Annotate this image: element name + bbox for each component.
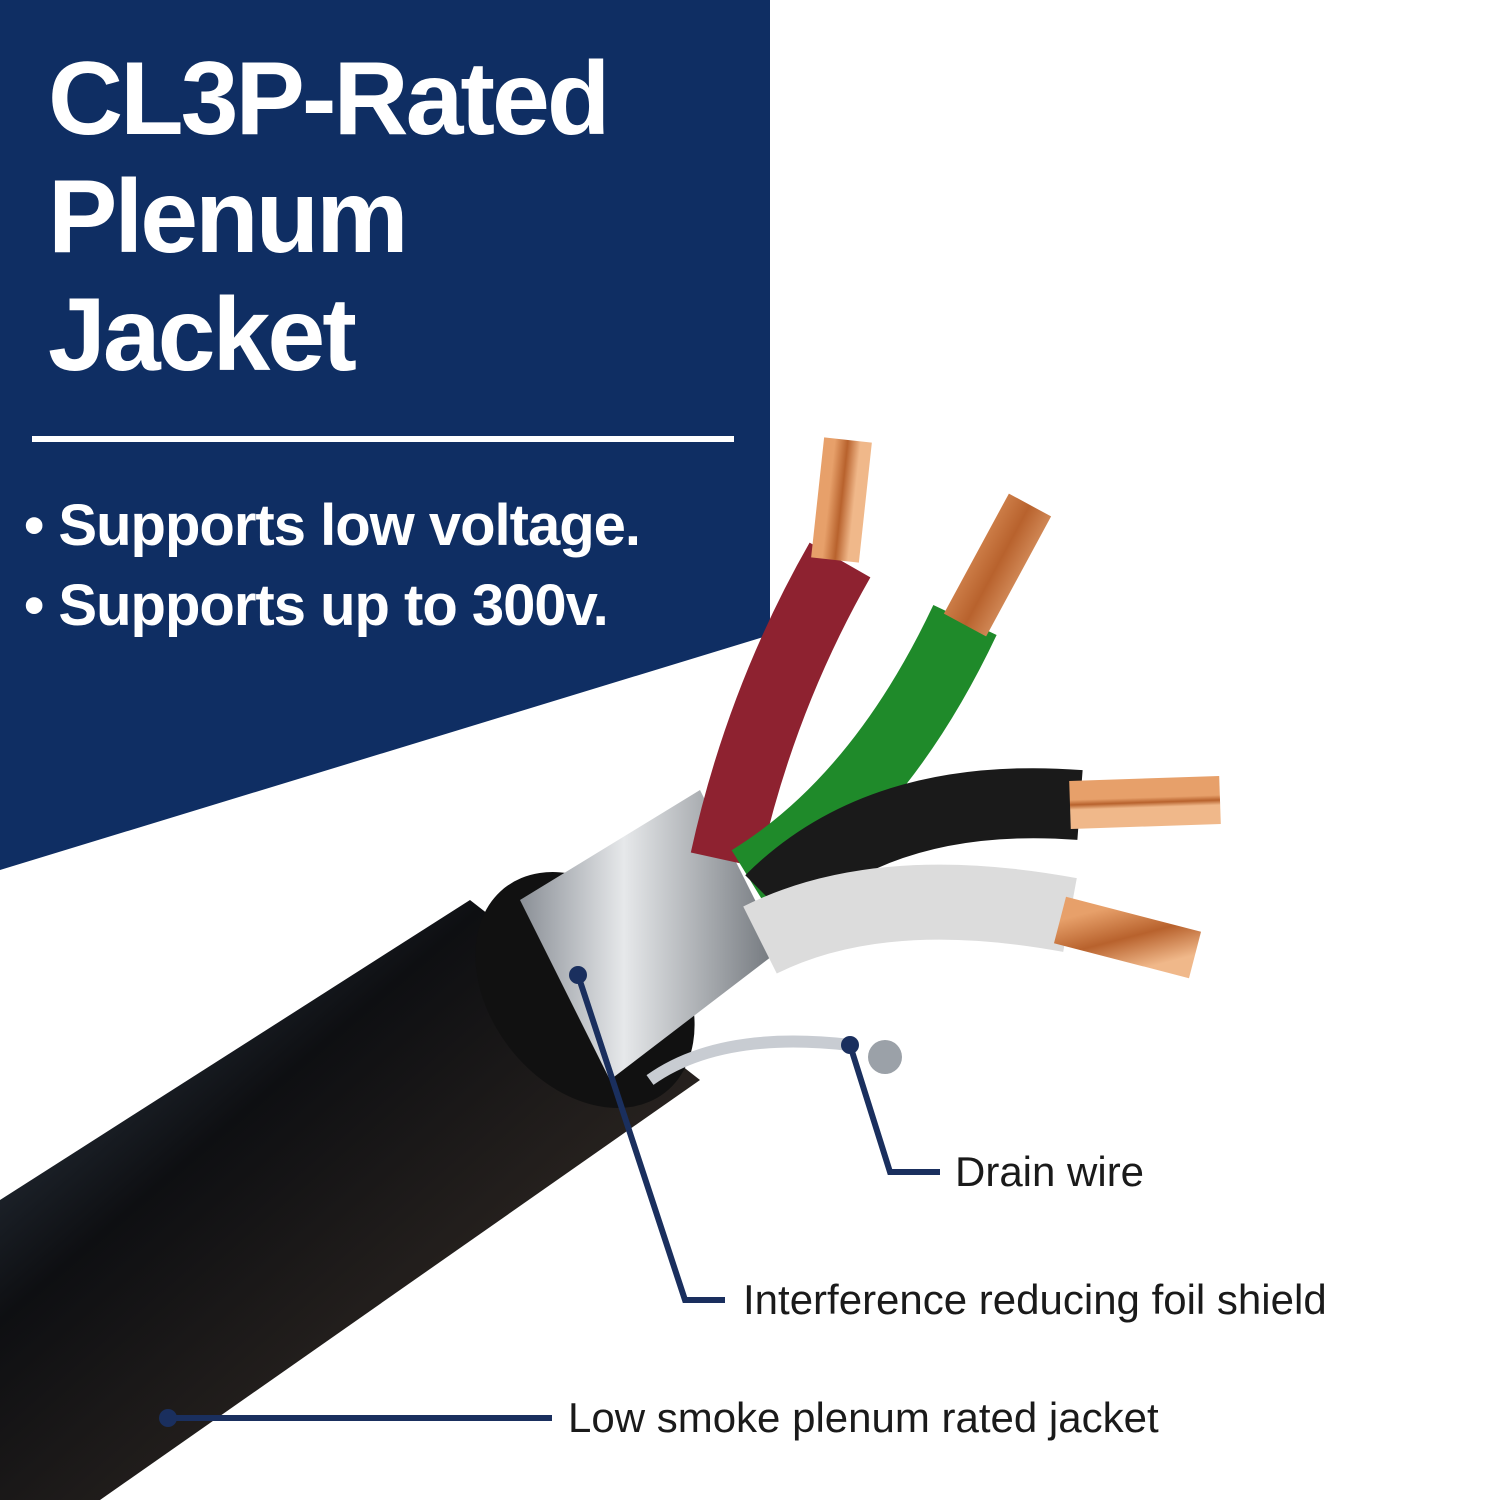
drain-wire <box>646 1035 851 1085</box>
callout-drain-wire: Drain wire <box>955 1148 1145 1195</box>
red-wire <box>690 542 871 868</box>
leader-lines <box>168 974 940 1421</box>
jacket-dot <box>159 1409 177 1427</box>
red-copper <box>811 437 872 563</box>
feature-item: Supports up to 300v. <box>24 566 640 646</box>
foil-dot <box>569 966 587 984</box>
drain-wire-end <box>868 1040 902 1074</box>
headline-line-2: Plenum <box>48 159 409 275</box>
callout-foil-shield: Interference reducing foil shield <box>743 1276 1327 1323</box>
headline-line-3: Jacket <box>48 277 357 393</box>
green-copper <box>943 493 1052 637</box>
callout-jacket: Low smoke plenum rated jacket <box>568 1394 1159 1441</box>
headline-line-1: CL3P-Rated <box>48 41 610 157</box>
black-wire <box>745 768 1083 926</box>
black-copper <box>1069 776 1221 829</box>
divider <box>32 436 734 442</box>
headline: CL3P-Rated Plenum Jacket <box>48 40 610 394</box>
title-panel <box>0 0 770 870</box>
drain-dot <box>841 1036 859 1054</box>
white-wire <box>743 864 1077 974</box>
foil-shield <box>520 790 780 1080</box>
foil-leader <box>575 974 725 1303</box>
feature-list: Supports low voltage. Supports up to 300… <box>24 486 641 646</box>
white-copper <box>1053 896 1202 979</box>
feature-item: Supports low voltage. <box>24 486 641 566</box>
drain-leader <box>847 1044 940 1175</box>
